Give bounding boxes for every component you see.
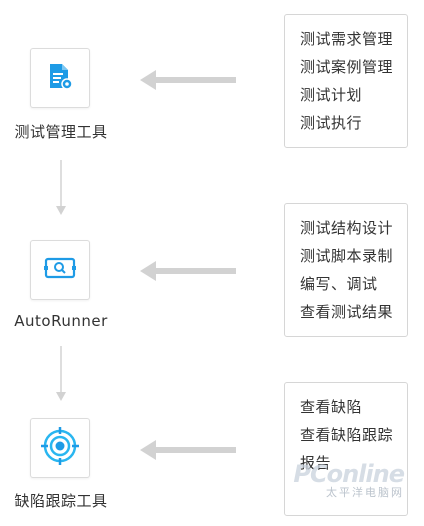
document-gear-icon — [45, 61, 75, 95]
feature-box-defect-tracking: 查看缺陷 查看缺陷跟踪 报告 — [284, 382, 408, 516]
autorunner-tool-box — [30, 240, 90, 300]
feature-item: 查看缺陷跟踪 — [300, 426, 394, 444]
feature-item: 测试计划 — [300, 86, 363, 104]
feature-box-autorunner: 测试结构设计 测试脚本录制 编写、调试 查看测试结果 — [284, 203, 408, 337]
feature-arrow-left-1 — [140, 70, 236, 90]
feature-item: 测试结构设计 — [300, 219, 394, 237]
target-icon — [40, 426, 80, 470]
feature-item: 测试执行 — [300, 114, 363, 132]
tool-label-autorunner: AutoRunner — [14, 312, 108, 330]
feature-item: 测试脚本录制 — [300, 247, 394, 265]
watermark-logo: PConline — [293, 460, 405, 488]
pconline-watermark: PConline 太平洋电脑网 — [293, 460, 405, 500]
feature-box-test-management: 测试需求管理 测试案例管理 测试计划 测试执行 — [284, 14, 408, 148]
flow-arrow-down-1 — [56, 160, 66, 215]
feature-item: 测试案例管理 — [300, 58, 394, 76]
test-management-tool-box — [30, 48, 90, 108]
feature-item: 报告 — [300, 454, 332, 472]
tool-label-defect-tracking: 缺陷跟踪工具 — [14, 492, 108, 510]
feature-item: 测试需求管理 — [300, 30, 394, 48]
tool-label-test-management: 测试管理工具 — [14, 123, 108, 141]
feature-arrow-left-2 — [140, 261, 236, 281]
flow-arrow-down-2 — [56, 346, 66, 401]
feature-arrow-left-3 — [140, 440, 236, 460]
feature-item: 查看测试结果 — [300, 303, 394, 321]
watermark-subtitle: 太平洋电脑网 — [326, 486, 404, 499]
feature-item: 查看缺陷 — [300, 398, 363, 416]
defect-tracking-tool-box — [30, 418, 90, 478]
screen-record-icon — [43, 253, 77, 287]
feature-item: 编写、调试 — [300, 275, 378, 293]
